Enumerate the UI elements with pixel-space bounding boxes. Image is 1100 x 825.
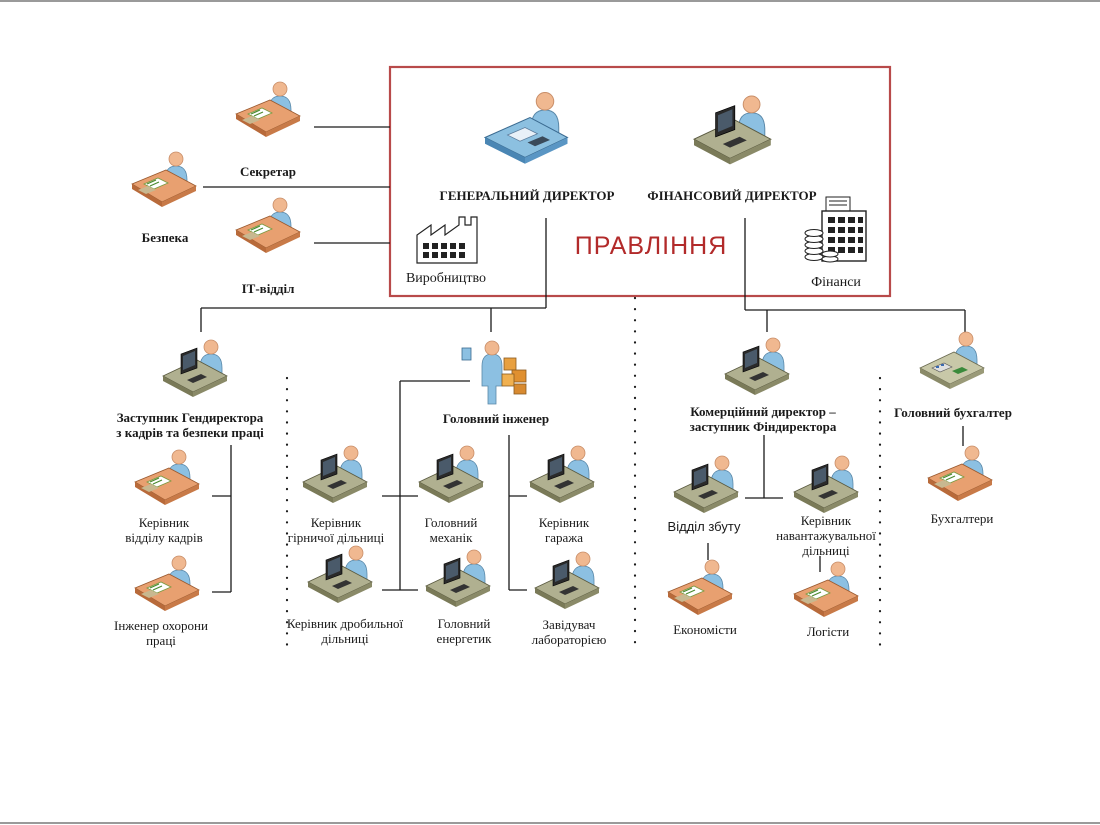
crushing-head-icon <box>308 546 372 603</box>
lab-head-label-line1: Завідувач <box>542 617 596 632</box>
lab-head-icon <box>535 552 599 609</box>
security-icon <box>132 152 196 207</box>
deputy-hr-label-line2: з кадрів та безпеки праці <box>116 425 264 440</box>
logisticians-label: Логісти <box>806 624 850 639</box>
safety-engineer-icon <box>135 556 199 611</box>
connector-lines <box>200 126 966 593</box>
financial-director-label: ФІНАНСОВИЙ ДИРЕКТОР <box>647 188 817 203</box>
mining-head-label: Керівник гірничої дільниці <box>288 515 384 545</box>
security-label: Безпека <box>141 230 189 245</box>
board-title: ПРАВЛІННЯ <box>574 232 728 260</box>
garage-head-label-line2: гаража <box>544 530 584 545</box>
loading-head-label-line1: Керівник <box>800 513 852 528</box>
accountants-icon <box>928 446 992 501</box>
sales-dept-label: Відділ збуту <box>667 519 741 534</box>
economists-icon <box>668 560 732 615</box>
mining-head-label-line1: Керівник <box>310 515 362 530</box>
chief-power-engineer-label: Головний енергетик <box>437 616 492 646</box>
dotted-separators <box>285 296 882 654</box>
accountants-label: Бухгалтери <box>930 511 994 526</box>
loading-head-label-line2: навантажувальної <box>776 528 876 543</box>
it-dept-icon <box>236 198 300 253</box>
chief-power-engineer-icon <box>426 550 490 607</box>
safety-engineer-label: Інженер охорони праці <box>114 618 208 648</box>
hr-head-label-line2: відділу кадрів <box>125 530 203 545</box>
garage-head-label: Керівник гаража <box>539 515 589 545</box>
chief-engineer-label: Головний інженер <box>442 411 550 426</box>
crushing-head-label-line2: дільниці <box>321 631 369 646</box>
chief-mechanic-label: Головний механік <box>425 515 478 545</box>
hr-head-label: Керівник відділу кадрів <box>125 515 203 545</box>
crushing-head-label-line1: Керівник дробильної <box>286 616 404 631</box>
chief-mechanic-label-line1: Головний <box>424 515 478 530</box>
hr-head-label-line1: Керівник <box>138 515 190 530</box>
commercial-director-label: Комерційний директор – заступник Фіндире… <box>690 404 837 434</box>
engineer-with-boxes-icon <box>461 340 527 405</box>
chief-accountant-icon <box>920 332 984 389</box>
economists-label: Економісти <box>673 622 737 637</box>
bottom-border <box>0 822 1100 824</box>
secretary-icon <box>236 82 300 137</box>
secretary-label: Секретар <box>239 164 297 179</box>
finance-label: Фінанси <box>811 275 861 290</box>
lab-head-label-line2: лабораторією <box>531 632 607 647</box>
chief-power-engineer-label-line2: енергетик <box>436 631 492 646</box>
commercial-director-label-line1: Комерційний директор – <box>690 404 836 419</box>
deputy-hr-label: Заступник Гендиректора з кадрів та безпе… <box>116 410 263 440</box>
commercial-director-icon <box>725 338 789 395</box>
cash-register-coins-icon <box>804 196 867 263</box>
loading-head-label-line3: дільниці <box>802 543 850 558</box>
chief-power-engineer-label-line1: Головний <box>437 616 491 631</box>
lab-head-label: Завідувач лабораторією <box>532 617 607 647</box>
factory-icon <box>416 216 478 264</box>
hr-head-icon <box>135 450 199 505</box>
crushing-head-label: Керівник дробильної дільниці <box>287 616 403 646</box>
safety-engineer-label-line2: праці <box>146 633 176 648</box>
garage-head-label-line1: Керівник <box>538 515 590 530</box>
mining-head-label-line2: гірничої дільниці <box>287 530 385 545</box>
financial-director-icon <box>694 96 771 164</box>
loading-head-label: Керівник навантажувальної дільниці <box>776 513 876 558</box>
board-frame <box>388 65 892 298</box>
top-border <box>0 0 1100 2</box>
deputy-hr-icon <box>163 340 227 397</box>
general-director-label: ГЕНЕРАЛЬНИЙ ДИРЕКТОР <box>439 188 615 203</box>
chief-mechanic-label-line2: механік <box>429 530 473 545</box>
production-label: Виробництво <box>405 271 487 286</box>
general-director-icon <box>485 93 568 164</box>
garage-head-icon <box>530 446 594 503</box>
safety-engineer-label-line1: Інженер охорони <box>114 618 208 633</box>
mining-head-icon <box>303 446 367 503</box>
chief-mechanic-icon <box>419 446 483 503</box>
it-dept-label: ІТ-відділ <box>241 281 295 296</box>
deputy-hr-label-line1: Заступник Гендиректора <box>116 410 264 425</box>
chief-accountant-label: Головний бухгалтер <box>894 405 1012 420</box>
loading-head-icon <box>794 456 858 513</box>
sales-dept-icon <box>674 456 738 513</box>
commercial-director-label-line2: заступник Фіндиректора <box>689 419 837 434</box>
logisticians-icon <box>794 562 858 617</box>
